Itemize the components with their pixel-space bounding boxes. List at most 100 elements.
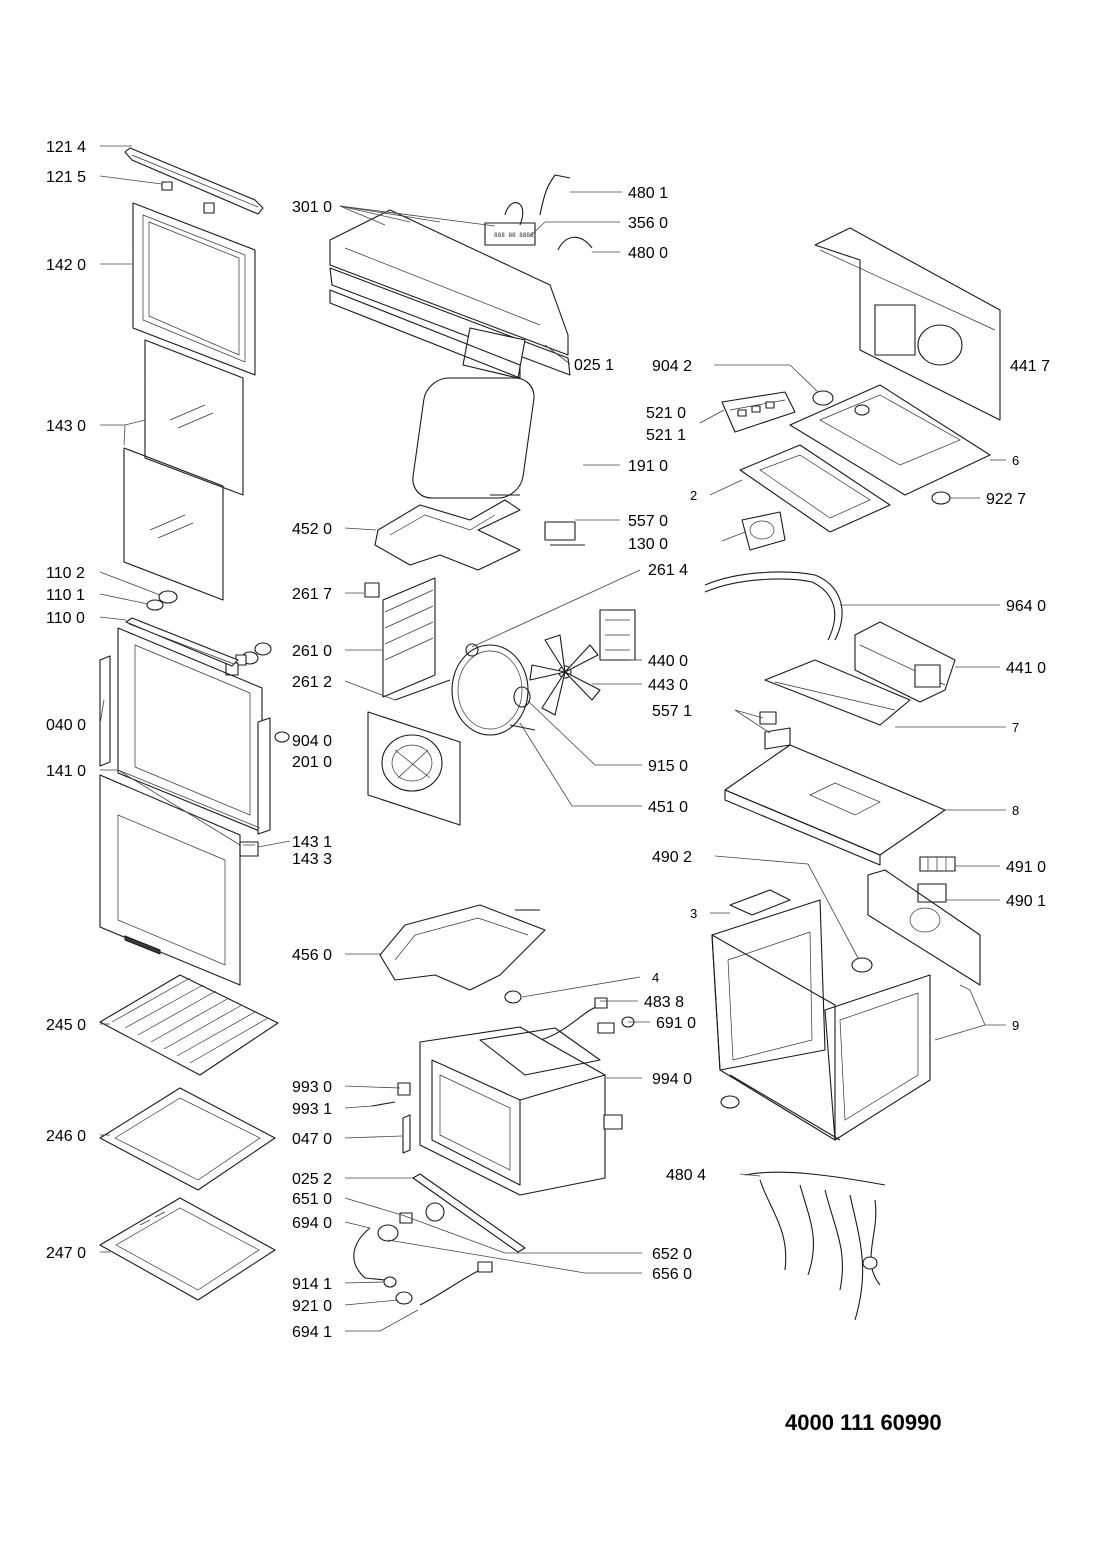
- callout-191-0: 191 0: [628, 458, 668, 475]
- callout-110-2: 110 2: [46, 565, 85, 582]
- callout-047-0: 047 0: [292, 1131, 332, 1148]
- callout-452-0: 452 0: [292, 521, 332, 538]
- callout-694-1: 694 1: [292, 1324, 332, 1341]
- grommet-904-2-part: [812, 390, 834, 406]
- cable-duct-964-part: [704, 571, 843, 641]
- control-board-521-part: [721, 391, 796, 433]
- callout-4: 4: [652, 970, 659, 985]
- side-panel-490-1-part: [867, 869, 981, 986]
- callout-904-0: 904 0: [292, 733, 332, 750]
- callout-201-0: 201 0: [292, 754, 332, 771]
- callout-7: 7: [1012, 720, 1019, 735]
- cooling-fan-130-part: [741, 511, 786, 551]
- callout-993-1: 993 1: [292, 1101, 332, 1118]
- bottom-plate-8-part: [724, 744, 946, 866]
- control-panel-fascia-part: 888 88 8888: [329, 209, 571, 379]
- callout-521-1: 521 1: [646, 427, 686, 444]
- thermostat-557-part: [544, 521, 585, 546]
- callout-651-0: 651 0: [292, 1191, 332, 1208]
- callout-691-0: 691 0: [656, 1015, 696, 1032]
- callout-301-0: 301 0: [292, 199, 332, 216]
- cooling-duct-2-part: [739, 444, 891, 533]
- callout-915-0: 915 0: [648, 758, 688, 775]
- door-glass-panels-143-part: [123, 339, 244, 601]
- door-top-trim-part: [124, 147, 264, 215]
- fan-motor-440-part: [599, 609, 636, 661]
- callout-451-0: 451 0: [648, 799, 688, 816]
- callout-141-0: 141 0: [46, 763, 86, 780]
- callout-480-4: 480 4: [666, 1167, 706, 1184]
- callout-491-0: 491 0: [1006, 859, 1046, 876]
- callout-441-0: 441 0: [1006, 660, 1046, 677]
- callout-142-0: 142 0: [46, 257, 86, 274]
- bottom-element-456-part: [379, 904, 546, 991]
- baking-tray-246-part: [99, 1087, 276, 1191]
- door-handle-part: [125, 617, 239, 667]
- callout-121-4: 121 4: [46, 139, 86, 156]
- knobs-and-switches-part: [353, 1202, 493, 1306]
- door-inner-glass-142-part: [132, 202, 256, 376]
- callout-441-7: 441 7: [1010, 358, 1050, 375]
- callout-656-0: 656 0: [652, 1266, 692, 1283]
- callout-246-0: 246 0: [46, 1128, 86, 1145]
- callout-480-1: 480 1: [628, 185, 668, 202]
- callout-9: 9: [1012, 1018, 1019, 1033]
- fan-bracket-7-part: [764, 659, 911, 726]
- callout-490-2: 490 2: [652, 849, 692, 866]
- callout-443-0: 443 0: [648, 677, 688, 694]
- callout-261-0: 261 0: [292, 643, 332, 660]
- baking-tray-247-part: [99, 1197, 276, 1301]
- callout-247-0: 247 0: [46, 1245, 86, 1262]
- callout-964-0: 964 0: [1006, 598, 1046, 615]
- callout-557-1: 557 1: [652, 703, 692, 720]
- callout-8: 8: [1012, 803, 1019, 818]
- oven-cavity-994-part: [419, 1026, 623, 1196]
- terminal-block-491-part: [917, 856, 956, 903]
- fan-cover-201-part: [367, 711, 461, 826]
- callout-110-0: 110 0: [46, 610, 85, 627]
- callout-261-4: 261 4: [648, 562, 688, 579]
- callout-993-0: 993 0: [292, 1079, 332, 1096]
- thermostat-557-1-part: [759, 711, 791, 750]
- outer-casing-9-part: [711, 899, 931, 1141]
- callout-130-0: 130 0: [628, 536, 668, 553]
- callout-483-8: 483 8: [644, 994, 684, 1011]
- callout-480-0: 480 0: [628, 245, 668, 262]
- callout-914-1: 914 1: [292, 1276, 332, 1293]
- callout-922-7: 922 7: [986, 491, 1026, 508]
- callout-356-0: 356 0: [628, 215, 668, 232]
- callout-521-0: 521 0: [646, 405, 686, 422]
- callout-110-1: 110 1: [46, 587, 85, 604]
- fan-blade-443-part: [529, 634, 601, 716]
- callout-456-0: 456 0: [292, 947, 332, 964]
- document-number: 4000 111 60990: [785, 1410, 942, 1435]
- callout-121-5: 121 5: [46, 169, 86, 186]
- callout-261-7: 261 7: [292, 586, 332, 603]
- shelf-runners-261-part: [364, 577, 479, 701]
- callout-143-0: 143 0: [46, 418, 86, 435]
- oven-gasket-191-part: [412, 377, 535, 499]
- callout-921-0: 921 0: [292, 1298, 332, 1315]
- callout-143-3: 143 3: [292, 851, 332, 868]
- callout-6: 6: [1012, 453, 1019, 468]
- callout-labels: 121 4 121 5 142 0 143 0 110 2 110 1 110 …: [46, 139, 1050, 1341]
- insulation-block-3-part: [729, 889, 791, 916]
- callout-261-2: 261 2: [292, 674, 332, 691]
- callout-557-0: 557 0: [628, 513, 668, 530]
- callout-694-0: 694 0: [292, 1215, 332, 1232]
- lower-trim-025-2-part: [412, 1173, 526, 1253]
- leader-lines: [99, 145, 1006, 1332]
- tangential-fan-441-part: [854, 621, 956, 703]
- callout-040-0: 040 0: [46, 717, 86, 734]
- callout-245-0: 245 0: [46, 1017, 86, 1034]
- callout-994-0: 994 0: [652, 1071, 692, 1088]
- callout-025-1: 025 1: [574, 357, 614, 374]
- callout-025-2: 025 2: [292, 1171, 332, 1188]
- door-frame-141-part: [99, 627, 271, 835]
- rear-panel-441-7-part: [814, 227, 1001, 421]
- display-cables-part: [504, 174, 593, 251]
- wire-rack-245-part: [99, 974, 279, 1076]
- door-side-hinge-parts: [239, 731, 290, 857]
- cavity-fixings-part: [371, 1082, 411, 1154]
